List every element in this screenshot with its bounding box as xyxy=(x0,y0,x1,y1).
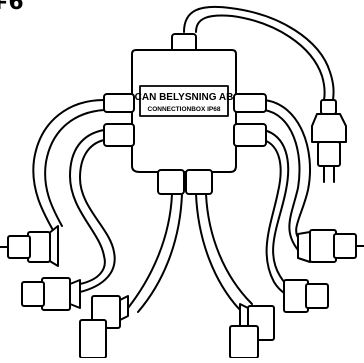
connector-left-lower xyxy=(21,277,81,311)
bottom-port-right xyxy=(185,169,213,195)
bottom-cable-left xyxy=(127,193,183,313)
left-cable-upper xyxy=(32,99,105,233)
power-plug xyxy=(311,99,347,183)
right-cable-lower xyxy=(263,129,301,301)
left-port-lower xyxy=(103,123,135,147)
connector-bottom-left xyxy=(79,295,129,359)
connector-right-upper xyxy=(297,229,364,263)
connector-left-upper xyxy=(0,225,59,267)
bottom-cable-right xyxy=(195,193,253,311)
right-port-lower xyxy=(233,123,267,147)
figure-corner-label: +6 xyxy=(0,0,24,15)
right-cable-upper xyxy=(263,99,312,251)
right-port-upper xyxy=(233,93,267,113)
box-label-line1: CAN BELYSNING AB xyxy=(135,92,234,103)
connector-right-lower xyxy=(283,279,329,313)
bottom-port-left xyxy=(157,169,185,195)
connector-bottom-right xyxy=(229,303,275,359)
left-cable-lower xyxy=(69,129,116,293)
box-label-line2: CONNECTIONBOX IP68 xyxy=(148,106,221,113)
left-port-upper xyxy=(103,93,135,113)
connection-box xyxy=(103,33,267,195)
power-cable xyxy=(183,5,335,101)
